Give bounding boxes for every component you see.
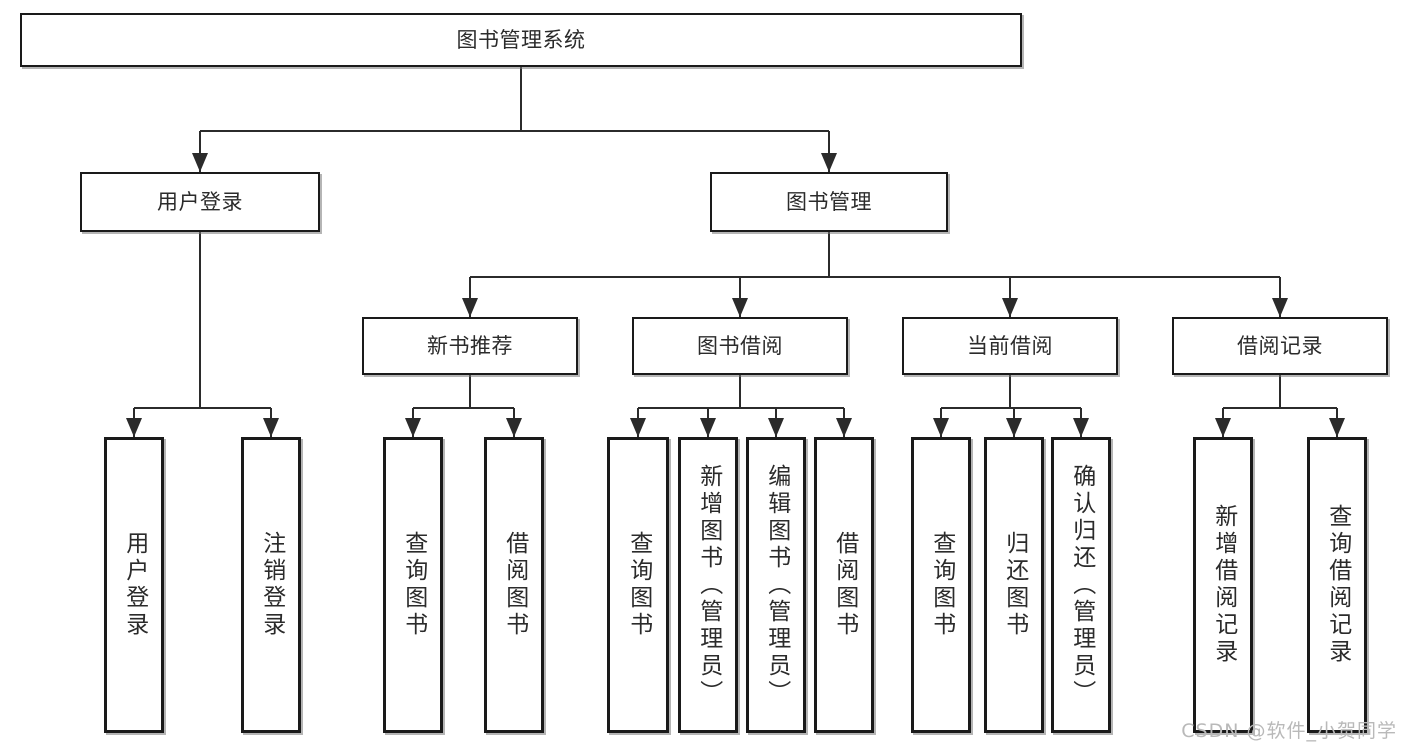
node-label: 查询图书 <box>928 531 955 639</box>
node-label: 查询借阅记录 <box>1324 504 1351 666</box>
arrowhead-icon <box>405 418 421 437</box>
node-label: 借阅图书 <box>501 531 528 639</box>
node-label: 图书借阅 <box>697 333 783 358</box>
node-newbook[interactable]: 新书推荐 <box>362 317 578 375</box>
arrowhead-icon <box>630 418 646 437</box>
node-bookmgmt[interactable]: 图书管理 <box>710 172 948 232</box>
arrowhead-icon <box>126 418 142 437</box>
node-l-return[interactable]: 归还图书 <box>984 437 1044 733</box>
node-current[interactable]: 当前借阅 <box>902 317 1118 375</box>
arrowhead-icon <box>1215 418 1231 437</box>
node-root[interactable]: 图书管理系统 <box>20 13 1022 67</box>
node-label: 图书管理系统 <box>456 27 586 52</box>
arrowhead-icon <box>263 418 279 437</box>
node-l-q2[interactable]: 查询图书 <box>607 437 669 733</box>
arrowhead-icon <box>768 418 784 437</box>
node-l-add[interactable]: 新增图书（管理员） <box>678 437 738 733</box>
node-label: 新增借阅记录 <box>1210 504 1237 666</box>
arrowhead-icon <box>933 418 949 437</box>
node-l-qrec[interactable]: 查询借阅记录 <box>1307 437 1367 733</box>
node-l-logout[interactable]: 注销登录 <box>241 437 301 733</box>
arrowhead-icon <box>836 418 852 437</box>
node-label: 用户登录 <box>121 531 148 639</box>
node-label: 查询图书 <box>625 531 652 639</box>
arrowhead-icon <box>1006 418 1022 437</box>
arrowhead-icon <box>821 153 837 172</box>
arrowhead-icon <box>1002 298 1018 317</box>
node-l-q1[interactable]: 查询图书 <box>383 437 443 733</box>
node-label: 图书管理 <box>786 189 872 214</box>
node-records[interactable]: 借阅记录 <box>1172 317 1388 375</box>
node-l-b1[interactable]: 借阅图书 <box>484 437 544 733</box>
node-label: 归还图书 <box>1001 531 1028 639</box>
arrowhead-icon <box>1073 418 1089 437</box>
arrowhead-icon <box>462 298 478 317</box>
node-l-q3[interactable]: 查询图书 <box>911 437 971 733</box>
node-label: 确认归还（管理员） <box>1068 463 1095 707</box>
node-l-edit[interactable]: 编辑图书（管理员） <box>746 437 806 733</box>
node-l-confirm[interactable]: 确认归还（管理员） <box>1051 437 1111 733</box>
node-label: 用户登录 <box>157 189 243 214</box>
node-label: 新增图书（管理员） <box>695 463 722 707</box>
node-borrow[interactable]: 图书借阅 <box>632 317 848 375</box>
node-label: 借阅记录 <box>1237 333 1323 358</box>
arrowhead-icon <box>732 298 748 317</box>
arrowhead-icon <box>506 418 522 437</box>
arrowhead-icon <box>700 418 716 437</box>
node-l-addrec[interactable]: 新增借阅记录 <box>1193 437 1253 733</box>
node-l-userlogin[interactable]: 用户登录 <box>104 437 164 733</box>
node-l-b2[interactable]: 借阅图书 <box>814 437 874 733</box>
arrowhead-icon <box>1272 298 1288 317</box>
arrowhead-icon <box>1329 418 1345 437</box>
node-label: 查询图书 <box>400 531 427 639</box>
node-label: 当前借阅 <box>967 333 1053 358</box>
arrowhead-icon <box>192 153 208 172</box>
node-label: 借阅图书 <box>831 531 858 639</box>
node-login[interactable]: 用户登录 <box>80 172 320 232</box>
node-label: 编辑图书（管理员） <box>763 463 790 707</box>
node-label: 新书推荐 <box>427 333 513 358</box>
node-label: 注销登录 <box>258 531 285 639</box>
